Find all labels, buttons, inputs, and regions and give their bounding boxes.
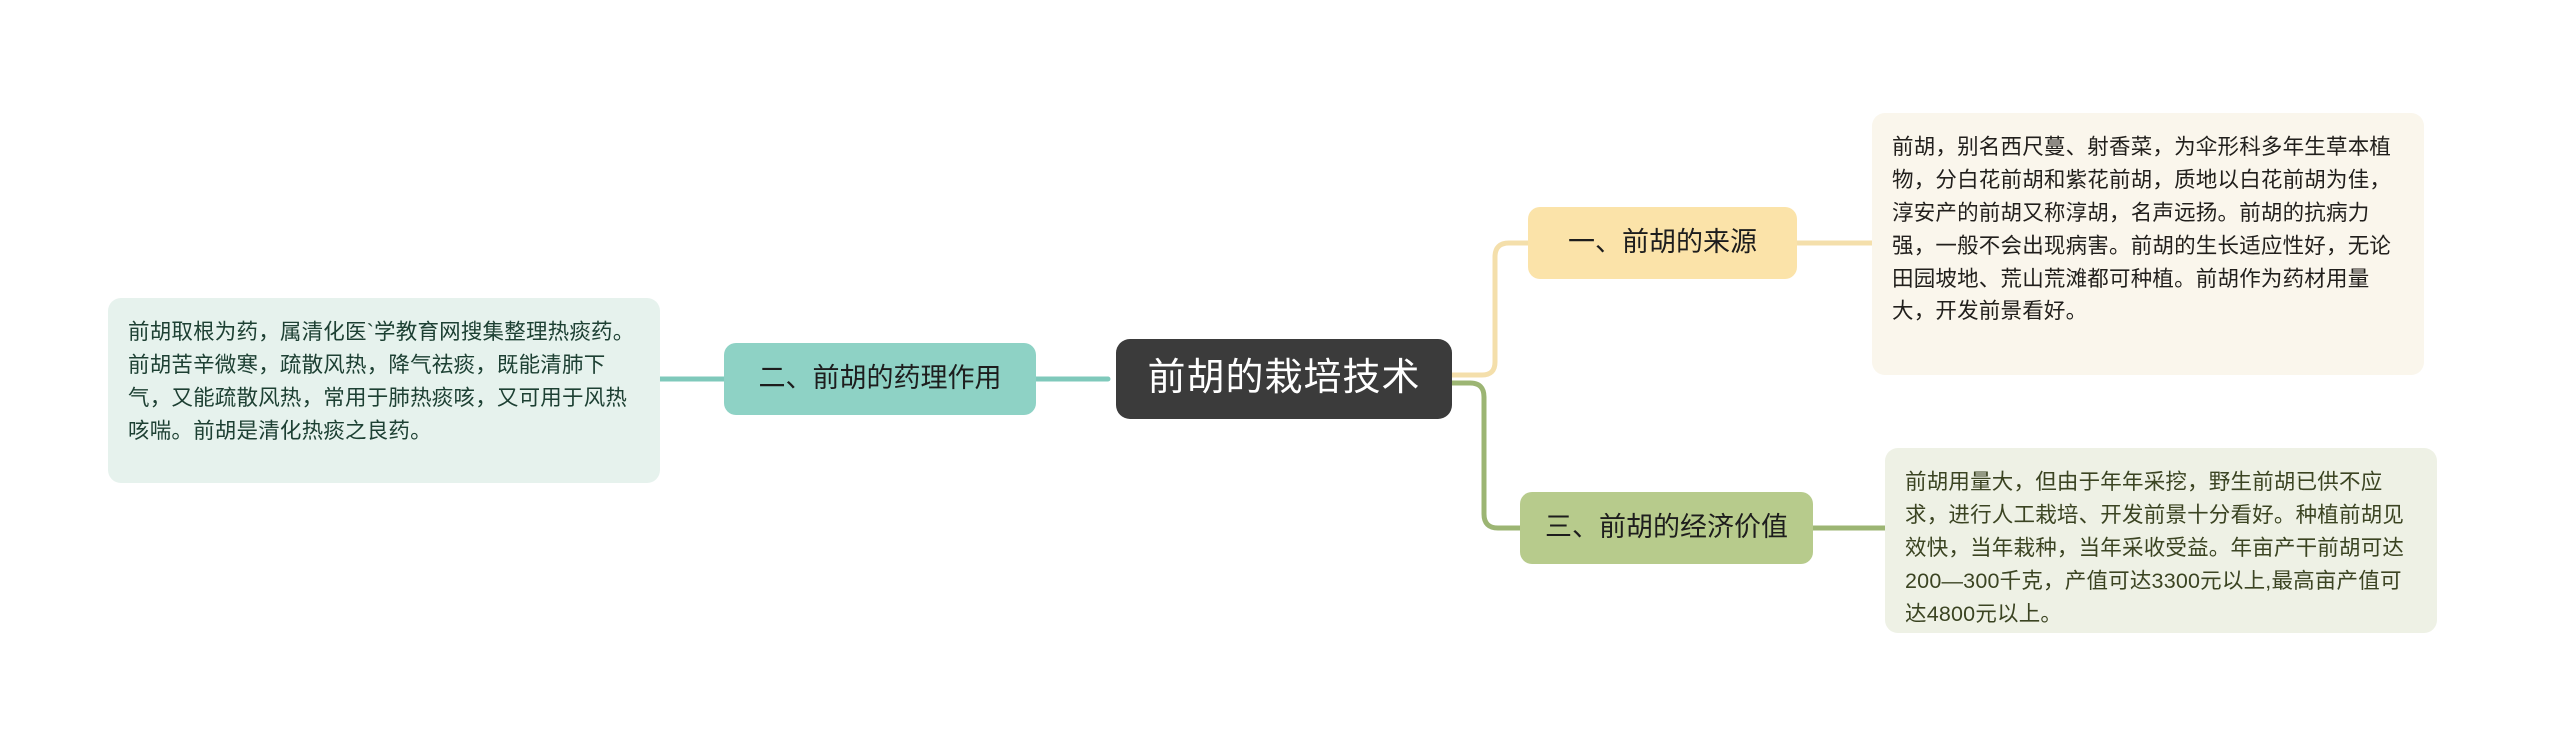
branch-node-source[interactable]: 一、前胡的来源	[1528, 207, 1797, 279]
detail-text-source: 前胡，别名西尺蔓、射香菜，为伞形科多年生草本植物，分白花前胡和紫花前胡，质地以白…	[1892, 135, 2392, 324]
branch-node-pharmacology[interactable]: 二、前胡的药理作用	[724, 343, 1036, 415]
connector-center-to-source	[1449, 240, 1531, 378]
branch-label-economic-value: 三、前胡的经济价值	[1545, 512, 1788, 543]
detail-panel-source[interactable]: 前胡，别名西尺蔓、射香菜，为伞形科多年生草本植物，分白花前胡和紫花前胡，质地以白…	[1872, 113, 2424, 375]
center-topic-node[interactable]: 前胡的栽培技术	[1116, 339, 1452, 419]
branch-label-pharmacology: 二、前胡的药理作用	[758, 363, 1002, 394]
detail-panel-pharmacology[interactable]: 前胡取根为药，属清化医`学教育网搜集整理热痰药。前胡苦辛微寒，疏散风热，降气祛痰…	[108, 298, 660, 483]
branch-node-economic-value[interactable]: 三、前胡的经济价值	[1520, 492, 1813, 564]
branch-label-source: 一、前胡的来源	[1568, 227, 1757, 258]
detail-panel-economic-value[interactable]: 前胡用量大，但由于年年采挖，野生前胡已供不应求，进行人工栽培、开发前景十分看好。…	[1885, 448, 2437, 633]
center-topic-label: 前胡的栽培技术	[1147, 357, 1421, 400]
detail-text-pharmacology: 前胡取根为药，属清化医`学教育网搜集整理热痰药。前胡苦辛微寒，疏散风热，降气祛痰…	[128, 320, 635, 443]
connector-center-to-economic	[1449, 380, 1523, 531]
detail-text-economic-value: 前胡用量大，但由于年年采挖，野生前胡已供不应求，进行人工栽培、开发前景十分看好。…	[1905, 470, 2405, 626]
